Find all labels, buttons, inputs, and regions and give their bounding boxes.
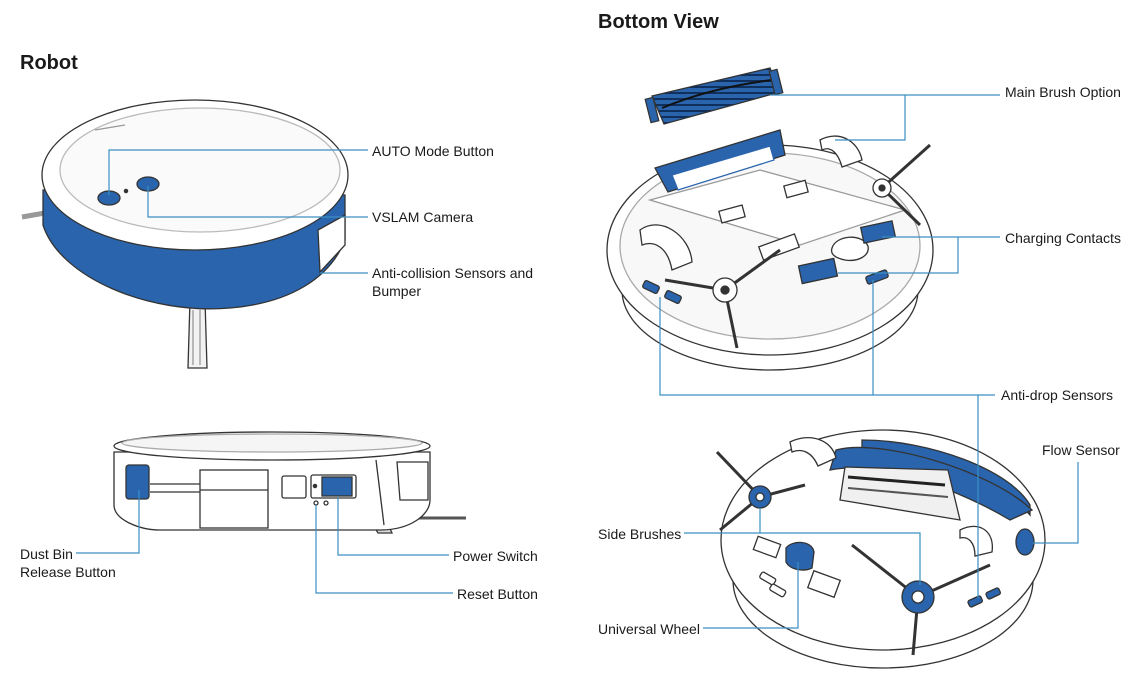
bottom-view-lower-illustration (715, 429, 1046, 669)
side-brushes-label: Side Brushes (598, 526, 682, 542)
main-brush-option-label: Main Brush Option (1005, 84, 1121, 100)
charging-contacts-label: Charging Contacts (1005, 230, 1121, 246)
bottom-view-upper-illustration (606, 67, 934, 371)
robot-title: Robot (20, 52, 78, 74)
power-switch-label: Power Switch (453, 548, 538, 564)
dust-bin-label-line2: Release Button (20, 564, 116, 580)
reset-button-label: Reset Button (457, 586, 538, 602)
anti-collision-label-line2: Bumper (372, 283, 422, 299)
robot-side-illustration (113, 431, 466, 534)
anti-collision-label-line1: Anti-collision Sensors and (372, 265, 534, 281)
dust-bin-label-line1: Dust Bin (20, 546, 73, 562)
universal-wheel-label: Universal Wheel (598, 621, 700, 637)
robot-top-illustration (21, 99, 349, 369)
auto-mode-button-label: AUTO Mode Button (372, 143, 494, 159)
flow-sensor-label: Flow Sensor (1042, 442, 1120, 458)
anti-drop-sensors-label: Anti-drop Sensors (1001, 387, 1114, 403)
vslam-camera-label: VSLAM Camera (372, 209, 474, 225)
bottom-view-title: Bottom View (598, 11, 719, 33)
leader-lines (76, 94, 1079, 629)
